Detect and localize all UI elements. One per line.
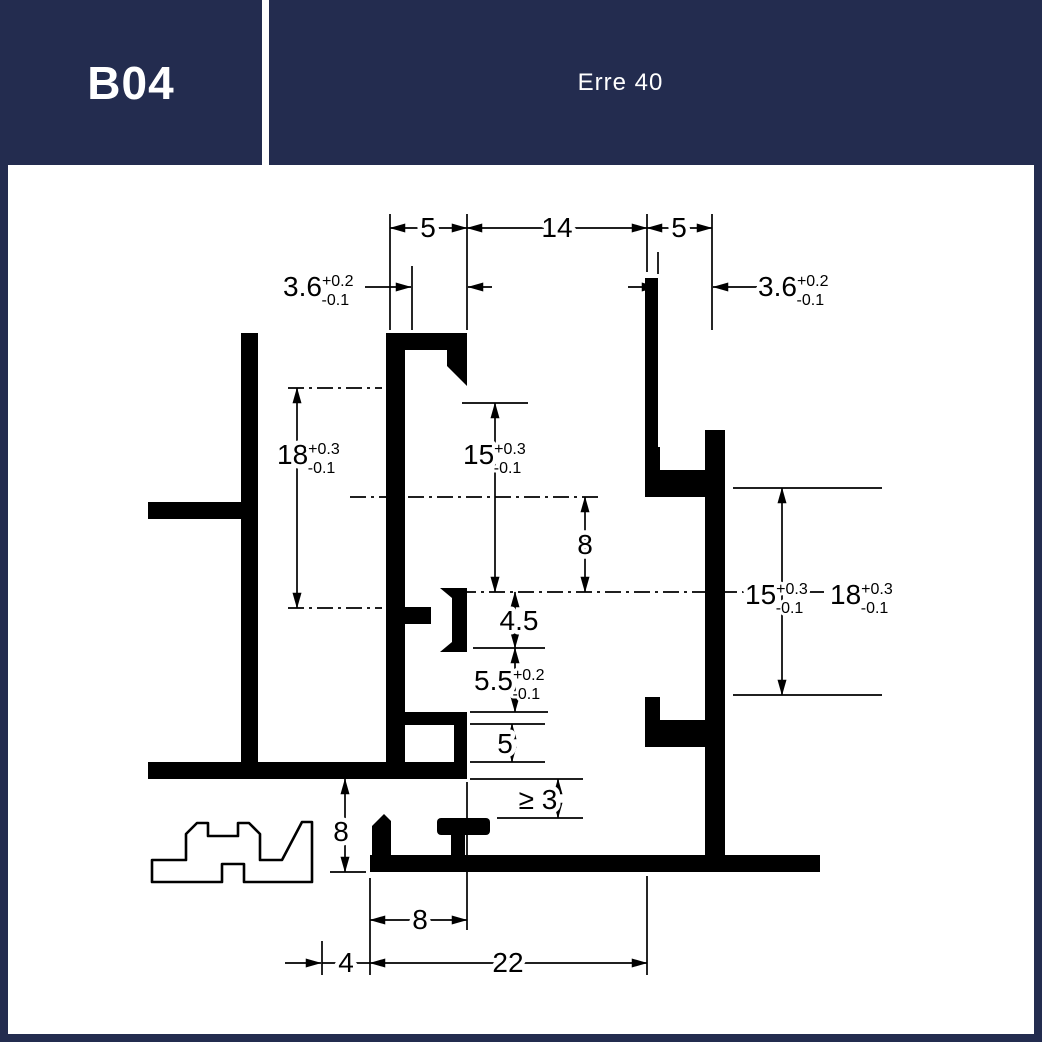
dim-top-right-5: 5 <box>671 212 687 243</box>
clip-outline-path <box>150 820 314 884</box>
center-lines <box>288 387 895 609</box>
lower-flange <box>405 712 467 725</box>
profile-name: Erre 40 <box>577 68 664 96</box>
middle-hook <box>452 588 467 652</box>
right-upper-hook <box>645 447 705 497</box>
dim-base-width-22: 22 <box>492 947 523 978</box>
channel-mushroom-stem <box>451 833 465 857</box>
profile-code: B04 <box>87 56 175 109</box>
dim-slot-5-5: 5.5+0.2-0.1 <box>474 665 545 703</box>
dim-height-15-center: 15+0.3-0.1 <box>463 439 526 477</box>
technical-drawing: 5 14 5 3.6+0.2-0.1 3.6+0.2-0.1 18+0.3-0.… <box>148 208 896 983</box>
dim-height-15-right: 15+0.3-0.1 <box>745 579 808 617</box>
middle-hook-barb-bottom <box>440 642 452 652</box>
left-flange <box>148 502 244 519</box>
middle-hook-barb-top <box>440 588 452 598</box>
dim-top-center-14: 14 <box>541 212 572 243</box>
dim-top-left-5: 5 <box>420 212 436 243</box>
left-wall <box>241 333 258 779</box>
top-flange <box>405 333 467 350</box>
dim-slot-5: 5 <box>497 728 513 759</box>
dim-base-width-8: 8 <box>412 904 428 935</box>
dim-height-18-left: 18+0.3-0.1 <box>277 439 340 477</box>
title-bar: B04 Erre 40 <box>0 0 1042 165</box>
right-profile-section <box>640 278 820 872</box>
dim-wall-thickness-left: 3.6+0.2-0.1 <box>283 271 354 309</box>
right-main-wall <box>705 430 725 872</box>
dim-height-18-right: 18+0.3-0.1 <box>830 579 893 617</box>
dim-offset-4: 4 <box>338 947 354 978</box>
dim-slot-4-5: 4.5 <box>500 605 539 636</box>
clip-detail-outline <box>150 820 314 884</box>
left-bottom-bar <box>148 762 467 779</box>
drawing-sheet: 5 14 5 3.6+0.2-0.1 3.6+0.2-0.1 18+0.3-0.… <box>8 165 1034 1034</box>
dim-wall-thickness-right: 3.6+0.2-0.1 <box>758 271 829 309</box>
middle-stub <box>405 607 431 624</box>
right-thin-bar <box>645 278 658 453</box>
middle-web <box>386 333 405 762</box>
channel-left-fin <box>372 814 391 855</box>
bottom-channel-section <box>370 814 647 872</box>
dimension-labels: 5 14 5 3.6+0.2-0.1 3.6+0.2-0.1 18+0.3-0.… <box>273 208 896 983</box>
channel-bottom-bar <box>370 855 647 872</box>
channel-mushroom-cap <box>437 818 490 835</box>
header-divider <box>262 0 269 165</box>
right-bottom-bar <box>640 855 820 872</box>
dim-base-height-8: 8 <box>333 816 349 847</box>
dim-gap-min-3: ≥ 3 <box>519 784 558 815</box>
right-lower-hook <box>645 697 705 747</box>
dim-offset-8: 8 <box>577 529 593 560</box>
lower-hook-leg <box>454 712 467 767</box>
extension-lines <box>321 214 882 975</box>
top-hook <box>447 350 467 386</box>
left-profile-section <box>148 333 467 779</box>
dimension-lines <box>285 223 787 968</box>
